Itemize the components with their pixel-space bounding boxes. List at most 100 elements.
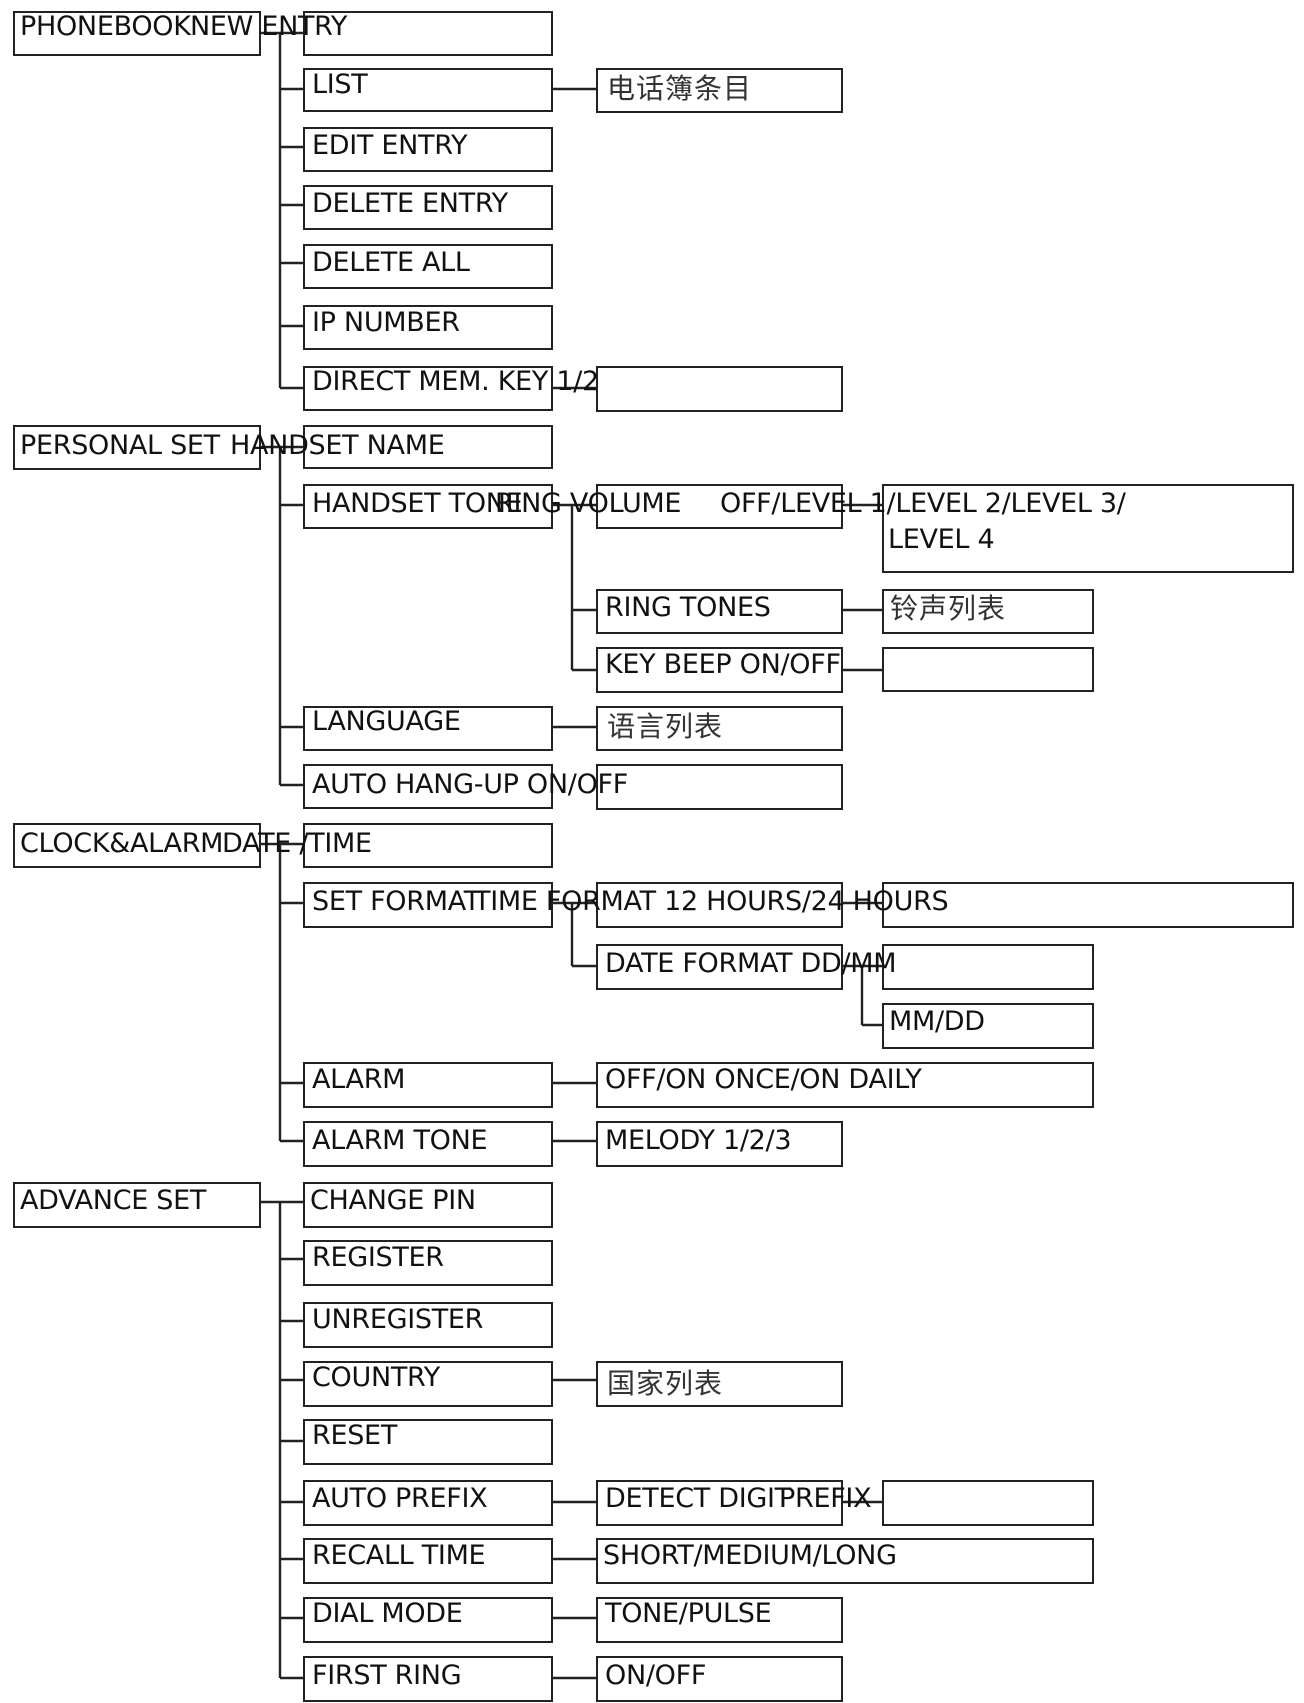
box-recall-time	[303, 1538, 553, 1584]
box-detect-digit	[596, 1480, 843, 1526]
box-personal-set	[13, 425, 261, 470]
menu-advance-set: ADVANCE SET	[20, 1185, 207, 1216]
box-alarm-tone-options	[596, 1121, 843, 1167]
menu-register: REGISTER	[312, 1242, 444, 1273]
menu-clock-alarm: CLOCK&ALARM	[20, 828, 224, 859]
menu-date-time: DATE /TIME	[222, 828, 372, 859]
menu-delete-all: DELETE ALL	[312, 247, 470, 278]
box-date-time	[303, 823, 553, 868]
menu-dial-mode: DIAL MODE	[312, 1598, 463, 1629]
menu-change-pin: CHANGE PIN	[310, 1185, 476, 1216]
menu-ip-number: IP NUMBER	[312, 307, 460, 338]
box-date-format	[596, 944, 843, 990]
menu-ring-volume-options-line2: LEVEL 4	[888, 524, 995, 555]
box-time-format	[596, 882, 843, 928]
box-first-ring	[303, 1656, 553, 1702]
menu-country: COUNTRY	[312, 1362, 440, 1393]
menu-first-ring-options: ON/OFF	[605, 1660, 707, 1691]
box-handset-tone	[303, 484, 553, 529]
box-list-sub	[596, 68, 843, 113]
menu-handset-name: HANDSET NAME	[230, 430, 445, 461]
menu-language: LANGUAGE	[312, 706, 461, 737]
menu-unregister: UNREGISTER	[312, 1304, 484, 1335]
menu-ring-tones: RING TONES	[605, 592, 771, 623]
menu-time-format: TIME FORMAT 12 HOURS/24 HOURS	[474, 886, 949, 917]
box-change-pin	[303, 1182, 553, 1228]
menu-dial-options: TONE/PULSE	[605, 1598, 772, 1629]
menu-reset: RESET	[312, 1420, 398, 1451]
menu-auto-prefix: AUTO PREFIX	[312, 1483, 488, 1514]
box-key-beep-sub	[882, 647, 1094, 692]
menu-alarm-options: OFF/ON ONCE/ON DAILY	[605, 1064, 922, 1095]
box-clock-alarm	[13, 823, 261, 868]
box-auto-hangup-sub	[596, 764, 843, 810]
menu-first-ring: FIRST RING	[312, 1660, 462, 1691]
box-date-format-alt	[882, 1003, 1094, 1049]
menu-phonebook: PHONEBOOK	[20, 11, 191, 42]
box-register	[303, 1240, 553, 1286]
box-prefix	[882, 1480, 1094, 1526]
box-first-ring-options	[596, 1656, 843, 1702]
box-recall-options	[596, 1538, 1094, 1584]
box-dial-mode	[303, 1597, 553, 1643]
menu-edit-entry: EDIT ENTRY	[312, 130, 468, 161]
box-alarm-options	[596, 1062, 1094, 1108]
box-handset-name	[303, 425, 553, 469]
menu-ring-volume-options-line1: OFF/LEVEL 1/LEVEL 2/LEVEL 3/	[720, 488, 1126, 519]
box-ring-volume	[596, 484, 843, 529]
box-reset	[303, 1419, 553, 1465]
box-alarm-tone	[303, 1121, 553, 1167]
box-ring-volume-options	[882, 484, 1294, 573]
menu-prefix: PREFIX	[779, 1483, 872, 1514]
box-language-sub	[596, 706, 843, 751]
box-dial-options	[596, 1597, 843, 1643]
menu-direct-mem-key: DIRECT MEM. KEY 1/2	[312, 366, 599, 397]
box-ip-number	[303, 305, 553, 350]
box-delete-all	[303, 244, 553, 289]
menu-phonebook-entries: 电话簿条目	[607, 72, 753, 105]
menu-date-format: DATE FORMAT DD/MM	[605, 948, 897, 979]
menu-new-entry: NEW ENTRY	[190, 11, 348, 42]
menu-country-list: 国家列表	[607, 1367, 724, 1400]
box-country	[303, 1361, 553, 1407]
menu-ring-tone-list: 铃声列表	[890, 592, 1007, 625]
menu-personal-set: PERSONAL SET	[20, 430, 220, 461]
box-direct-mem-key-sub	[596, 366, 843, 412]
box-language	[303, 706, 553, 751]
menu-detect-digit: DETECT DIGIT	[605, 1483, 791, 1514]
menu-set-format: SET FORMAT	[312, 886, 480, 917]
box-delete-entry	[303, 185, 553, 230]
box-new-entry	[303, 11, 553, 56]
menu-language-list: 语言列表	[607, 710, 724, 743]
box-phonebook	[13, 11, 261, 56]
menu-auto-hangup: AUTO HANG-UP ON/OFF	[312, 769, 628, 800]
menu-ring-volume: RING VOLUME	[495, 488, 682, 519]
box-list	[303, 68, 553, 112]
box-date-format-sub	[882, 944, 1094, 990]
box-unregister	[303, 1302, 553, 1348]
box-key-beep	[596, 647, 843, 693]
menu-handset-tone: HANDSET TONE	[312, 488, 523, 519]
box-ring-tones-sub	[882, 589, 1094, 634]
menu-recall-time: RECALL TIME	[312, 1540, 486, 1571]
menu-alarm-tone: ALARM TONE	[312, 1125, 488, 1156]
box-auto-hangup	[303, 764, 553, 809]
box-country-sub	[596, 1361, 843, 1407]
menu-key-beep: KEY BEEP ON/OFF	[605, 649, 841, 680]
box-advance-set	[13, 1182, 261, 1228]
box-ring-tones	[596, 589, 843, 634]
box-alarm	[303, 1062, 553, 1108]
menu-list: LIST	[312, 69, 368, 100]
box-direct-mem-key	[303, 366, 553, 411]
menu-delete-entry: DELETE ENTRY	[312, 188, 508, 219]
menu-date-format-mmdd: MM/DD	[889, 1006, 985, 1037]
menu-recall-options: SHORT/MEDIUM/LONG	[603, 1540, 897, 1571]
box-set-format	[303, 882, 553, 928]
box-edit-entry	[303, 127, 553, 172]
box-time-format-sub	[882, 882, 1294, 928]
box-auto-prefix	[303, 1480, 553, 1526]
menu-alarm-tone-options: MELODY 1/2/3	[605, 1125, 792, 1156]
menu-alarm: ALARM	[312, 1064, 406, 1095]
